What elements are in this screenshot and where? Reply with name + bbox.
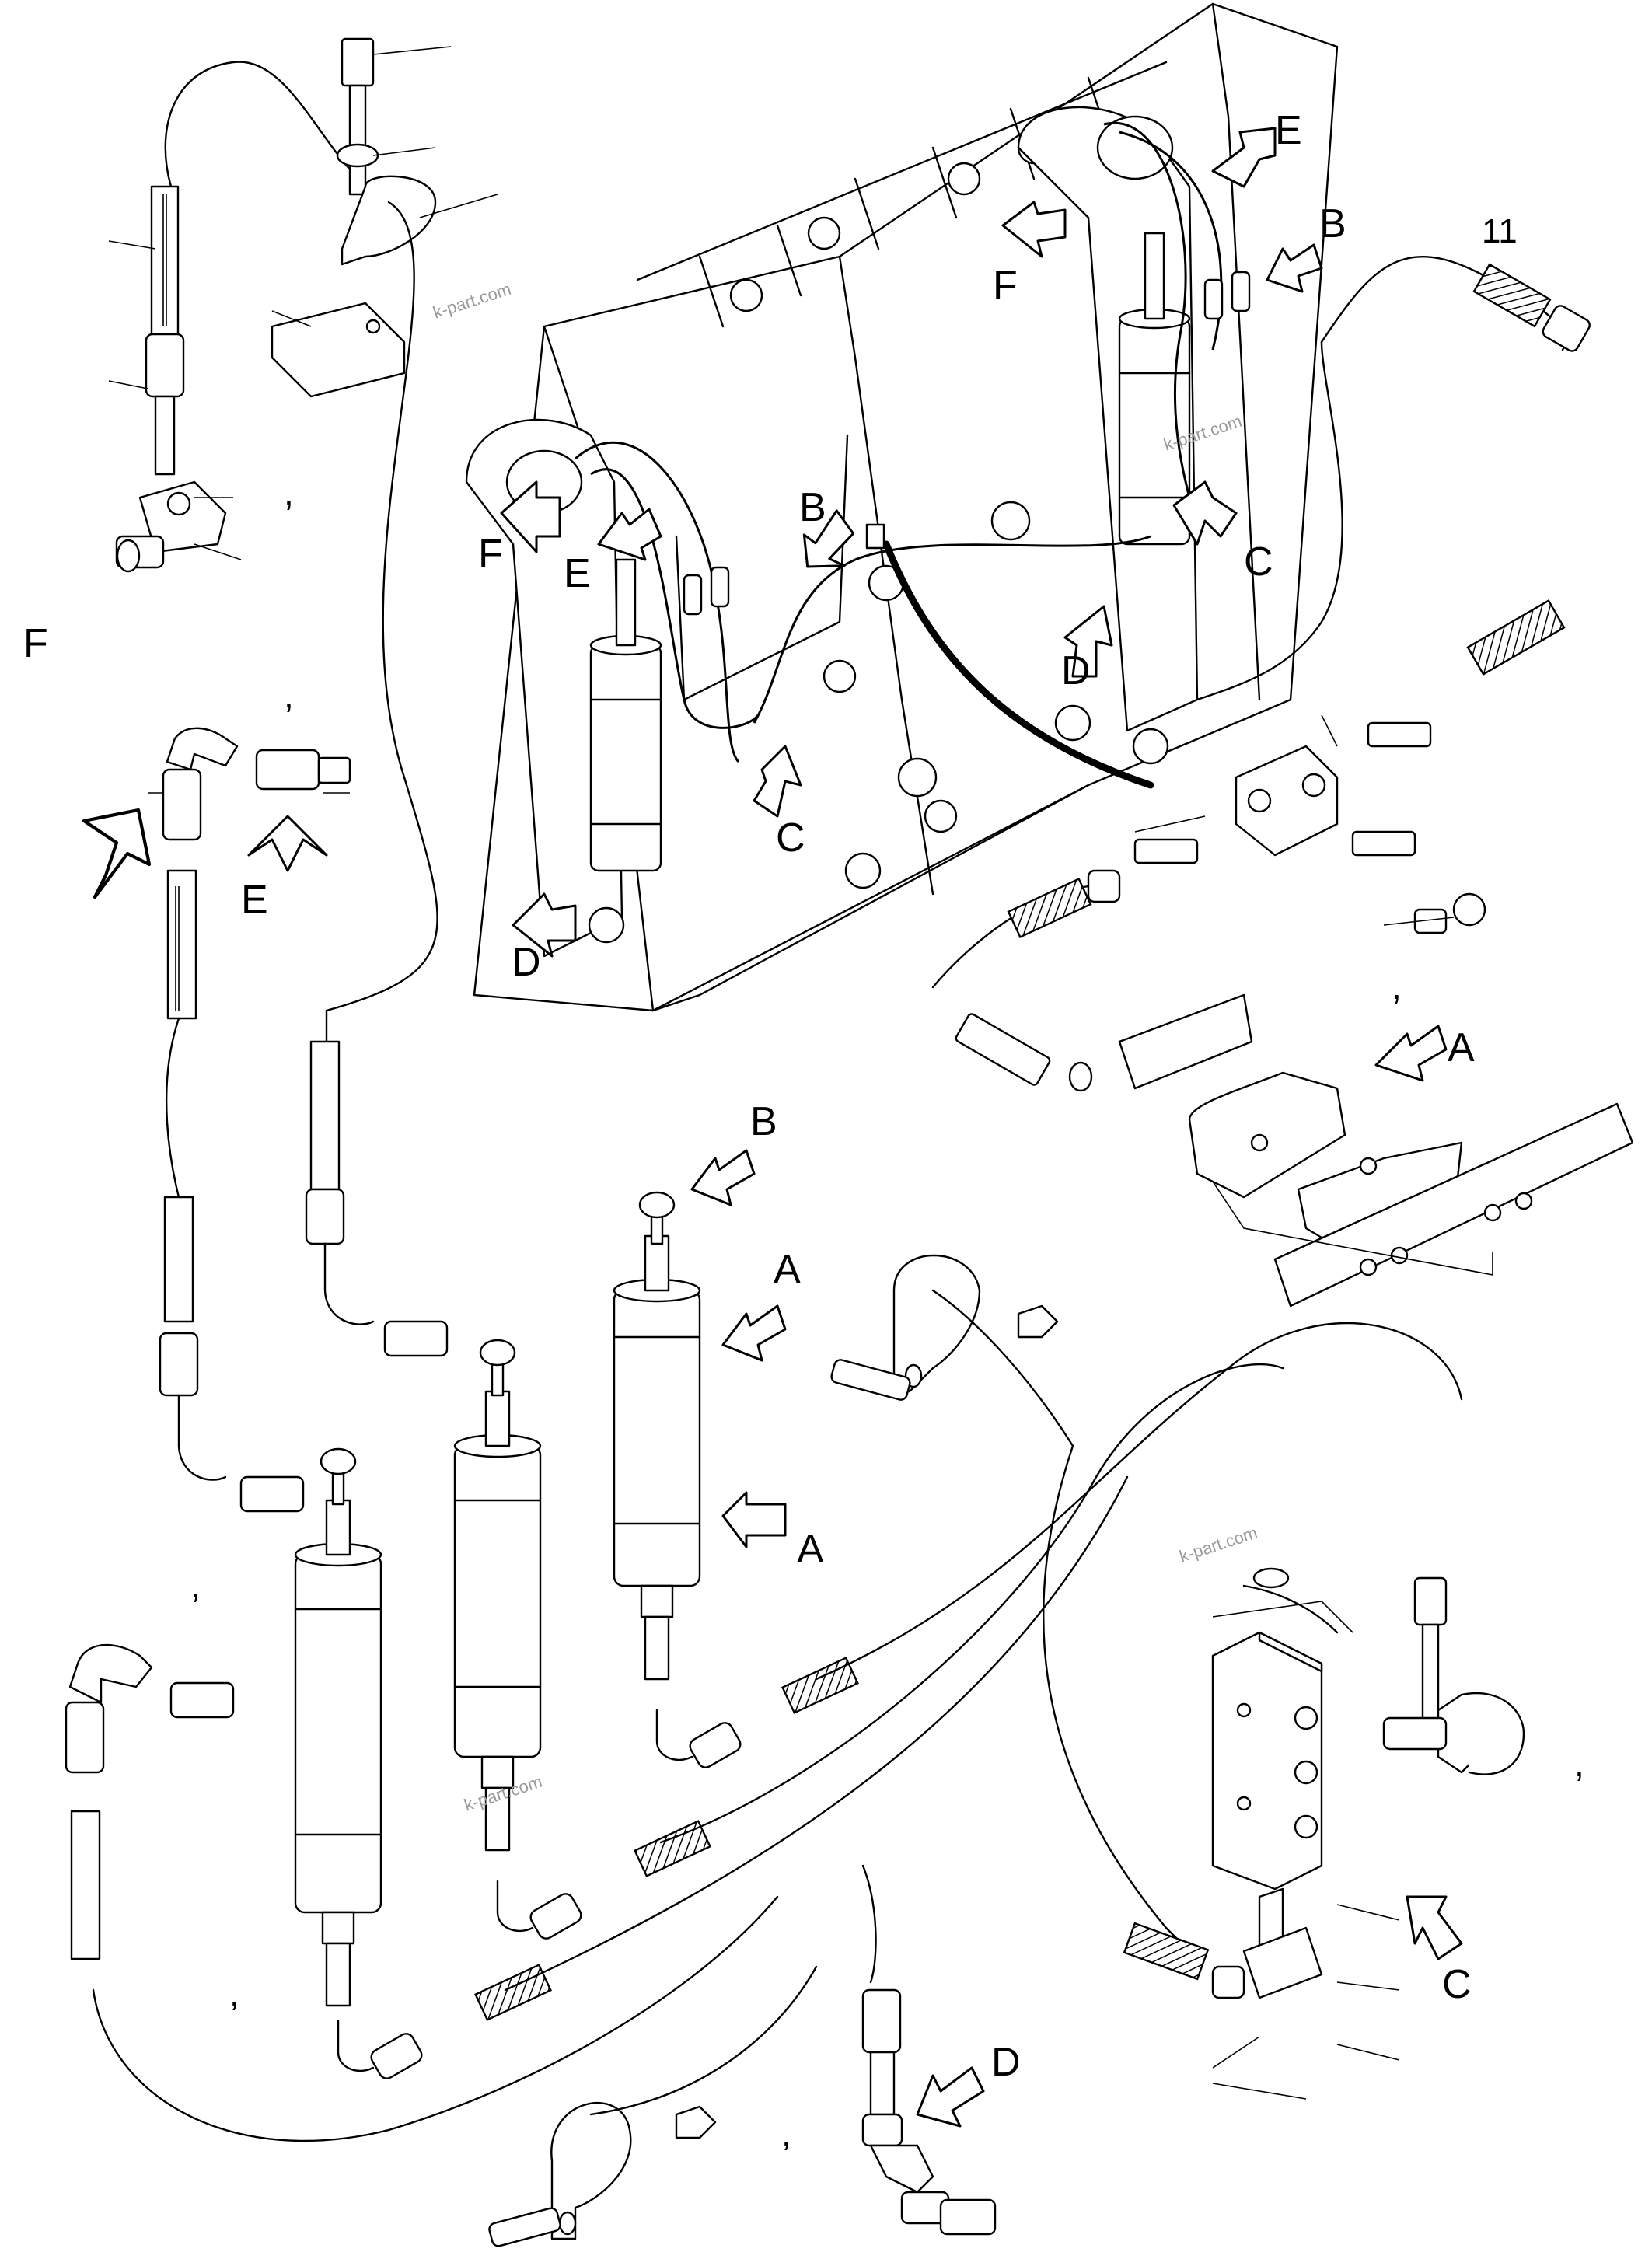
arrow-e-frame: [597, 508, 662, 561]
arrow-d-frame: [512, 892, 577, 958]
hose-11-and-block: [931, 256, 1591, 989]
view-a-clamp-assembly: [955, 993, 1634, 1308]
watermark-3: k-part.com: [1177, 1523, 1260, 1566]
arrow-f-topleft: [82, 808, 152, 899]
label-f-top: F: [993, 264, 1018, 309]
arrow-a-block: [1374, 1025, 1448, 1082]
arrow-e-left: [247, 815, 328, 872]
label-b-top: B: [1319, 201, 1346, 246]
frame-assembly: [465, 2, 1339, 1012]
comma-3: ,: [1392, 966, 1402, 1007]
label-d-bottom: D: [991, 2040, 1021, 2085]
comma-4: ,: [190, 1565, 201, 1605]
arrow-b-right: [1266, 243, 1323, 293]
comma-5: ,: [229, 1973, 239, 2013]
bottom-clamp-fittings: [488, 1864, 997, 2247]
arrow-d-right: [1063, 605, 1113, 678]
label-c-frame: C: [776, 815, 805, 861]
label-c-block: C: [1442, 1962, 1472, 2007]
arrow-c-block: [1406, 1895, 1463, 1960]
arrow-b-cylinder: [690, 1149, 756, 1206]
comma-2: ,: [284, 675, 294, 715]
label-a-cylinder-top: A: [774, 1247, 801, 1292]
arrow-e-right: [1211, 127, 1277, 188]
part-number-11: 11: [1482, 212, 1518, 250]
label-e-top: E: [1275, 108, 1302, 153]
label-e-frame: E: [564, 551, 591, 596]
arrow-b-frame: [802, 509, 855, 568]
cylinder-assemblies: [294, 1191, 1463, 2079]
comma-7: ,: [781, 2113, 791, 2153]
label-f-left: F: [23, 621, 48, 666]
arrow-a-cylinder-top: [721, 1304, 787, 1362]
label-d-right: D: [1061, 648, 1091, 693]
center-p-clamp: [830, 1254, 1074, 1447]
arrow-f-frame: [500, 480, 561, 553]
view-f-fitting-assembly: [108, 37, 498, 573]
arrow-f-right: [1001, 201, 1067, 258]
comma-6: ,: [1574, 1744, 1584, 1784]
view-e-hose-assembly: [148, 727, 351, 1020]
label-a-block: A: [1448, 1025, 1475, 1070]
arrow-d-bottom: [916, 2066, 985, 2128]
label-e-left: E: [241, 878, 268, 923]
label-f-frame: F: [478, 532, 503, 577]
arrow-c-frame: [753, 745, 802, 818]
view-arrows: [82, 127, 1463, 2128]
arrow-c-right: [1172, 480, 1238, 546]
arrow-a-cylinder-bottom: [721, 1491, 787, 1548]
watermark-1: k-part.com: [431, 279, 514, 323]
view-c-valve-block: [1211, 1567, 1525, 2100]
label-b-cylinder: B: [750, 1099, 777, 1144]
label-d-frame: D: [512, 940, 541, 985]
comma-1: ,: [284, 473, 294, 513]
left-hoses: [65, 201, 779, 2142]
label-c-right: C: [1244, 539, 1273, 585]
label-a-cylinder-bottom: A: [797, 1527, 824, 1572]
label-b-frame: B: [799, 485, 826, 530]
